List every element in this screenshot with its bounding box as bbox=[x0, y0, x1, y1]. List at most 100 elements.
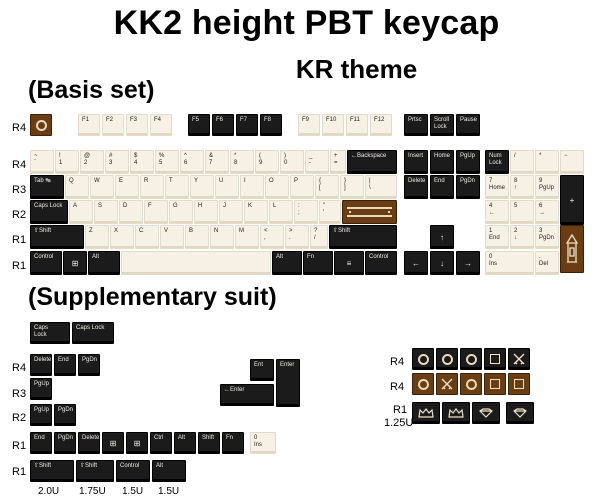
row-label-r4-fn: R4 bbox=[12, 122, 27, 134]
section-supplementary-suit: (Supplementary suit) bbox=[28, 283, 277, 311]
novelty-key-12 bbox=[442, 402, 470, 424]
key-c: C bbox=[135, 225, 159, 249]
key-2: @ 2 bbox=[80, 150, 104, 174]
key-j: J bbox=[219, 200, 243, 224]
key-f4: F4 bbox=[150, 114, 172, 136]
supp-key-iso-enter: ←Enter bbox=[220, 384, 274, 406]
key-grave: ~ ` bbox=[30, 150, 54, 174]
key-num-2: 2 ↓ bbox=[510, 225, 534, 249]
key-prtsc: Prtsc bbox=[404, 114, 428, 136]
page-title: KK2 height PBT keycap bbox=[113, 4, 500, 42]
supp-row-label-r1b: R1 bbox=[12, 466, 27, 478]
row-label-r2: R2 bbox=[12, 209, 27, 221]
cross-swords-icon bbox=[513, 353, 525, 365]
novelty-key-8 bbox=[460, 373, 482, 395]
supp-key-windows-b: ⊞ bbox=[126, 432, 148, 454]
supp-key-enter-tall: Enter bbox=[276, 359, 300, 407]
key-equals: + = bbox=[330, 150, 346, 174]
key-pause: Pause bbox=[456, 114, 480, 136]
supp-key-delete: Delete bbox=[30, 354, 52, 376]
medallion-icon bbox=[465, 353, 477, 365]
key-home: Home bbox=[430, 150, 454, 174]
key-caps-lock: Caps Lock bbox=[30, 200, 68, 224]
key-f6: F6 bbox=[212, 114, 234, 136]
key-scroll-lock: Scroll Lock bbox=[430, 114, 454, 136]
key-delete: Delete bbox=[404, 175, 428, 199]
key-1: ! 1 bbox=[55, 150, 79, 174]
key-backspace: ←Backspace bbox=[347, 150, 397, 174]
key-num-5: 5 bbox=[510, 200, 534, 224]
key-insert: Insert bbox=[404, 150, 428, 174]
key-w: W bbox=[90, 175, 114, 199]
key-num-lock: Num Lock bbox=[485, 150, 509, 174]
key-right-shift: ⇧Shift bbox=[329, 225, 397, 249]
novelty-key-14 bbox=[506, 402, 534, 424]
key-menu: ≡ bbox=[334, 251, 364, 275]
supp-key-caps-lock-b: Caps Lock bbox=[72, 322, 114, 344]
key-num-6: 6 → bbox=[535, 200, 559, 224]
key-v: V bbox=[160, 225, 184, 249]
row-label-r1a: R1 bbox=[12, 234, 27, 246]
key-num-period: . Del bbox=[535, 251, 559, 275]
medallion-icon bbox=[417, 353, 429, 365]
key-num-9: 9 PgUp bbox=[535, 175, 559, 199]
key-left-alt: Alt bbox=[88, 251, 120, 275]
page-subtitle: KR theme bbox=[295, 54, 418, 84]
key-7: & 7 bbox=[205, 150, 229, 174]
key-f2: F2 bbox=[102, 114, 124, 136]
supp-key-num-0: 0 Ins bbox=[250, 432, 276, 454]
key-m: M bbox=[235, 225, 259, 249]
key-quote: " ' bbox=[319, 200, 341, 224]
supp-key-shift: Shift bbox=[198, 432, 220, 454]
novelty-row-label-125u: 1.25U bbox=[384, 417, 414, 429]
gem-icon bbox=[513, 408, 527, 418]
medallion-icon bbox=[441, 353, 453, 365]
gate-icon bbox=[514, 379, 524, 389]
novelty-key-10 bbox=[508, 373, 530, 395]
supp-key-pgdn-r1: PgDn bbox=[54, 432, 76, 454]
supp-key-pgdn-r2: PgDn bbox=[54, 404, 76, 426]
key-comma: < , bbox=[260, 225, 284, 249]
key-semicolon: : ; bbox=[294, 200, 318, 224]
key-f5: F5 bbox=[188, 114, 210, 136]
key-f11: F11 bbox=[346, 114, 368, 136]
key-o: O bbox=[265, 175, 289, 199]
unit-label-15u-b: 1.5U bbox=[158, 486, 180, 497]
key-backslash: | \ bbox=[365, 175, 397, 199]
key-y: Y bbox=[190, 175, 214, 199]
key-left-shift: ⇧Shift bbox=[30, 225, 84, 249]
key-f12: F12 bbox=[370, 114, 392, 136]
key-f1: F1 bbox=[78, 114, 100, 136]
supp-key-pgup: PgUp bbox=[30, 378, 52, 400]
supp-key-windows-a: ⊞ bbox=[102, 432, 124, 454]
key-num-0: 0 Ins bbox=[485, 251, 534, 275]
key-s: S bbox=[94, 200, 118, 224]
key-t: T bbox=[165, 175, 189, 199]
cross-swords-icon bbox=[441, 378, 453, 390]
key-lbracket: { [ bbox=[315, 175, 339, 199]
key-num-7: 7 Home bbox=[485, 175, 509, 199]
supp-key-pgup-r2: PgUp bbox=[30, 404, 52, 426]
gem-icon bbox=[479, 408, 493, 418]
key-rbracket: } ] bbox=[340, 175, 364, 199]
novelty-key-4 bbox=[484, 348, 506, 370]
key-down-arrow: ↓ bbox=[430, 251, 454, 275]
supp-key-end-r1: End bbox=[30, 432, 52, 454]
novelty-key-6 bbox=[412, 373, 434, 395]
supp-key-pgdn: PgDn bbox=[78, 354, 100, 376]
supp-key-alt-15u: Alt bbox=[152, 460, 186, 482]
key-windows: ⊞ bbox=[63, 251, 87, 275]
crown-icon bbox=[418, 408, 434, 418]
pavilion-icon bbox=[565, 234, 579, 263]
key-num-star: * bbox=[535, 150, 559, 174]
row-label-r1b: R1 bbox=[12, 260, 27, 272]
supp-key-end: End bbox=[54, 354, 76, 376]
key-0: ) 0 bbox=[280, 150, 304, 174]
key-5: % 5 bbox=[155, 150, 179, 174]
key-f: F bbox=[144, 200, 168, 224]
unit-label-15u-a: 1.5U bbox=[122, 486, 144, 497]
esc-medallion-key bbox=[30, 114, 52, 136]
key-end: End bbox=[430, 175, 454, 199]
key-right-control: Control bbox=[365, 251, 397, 275]
key-9: ( 9 bbox=[255, 150, 279, 174]
